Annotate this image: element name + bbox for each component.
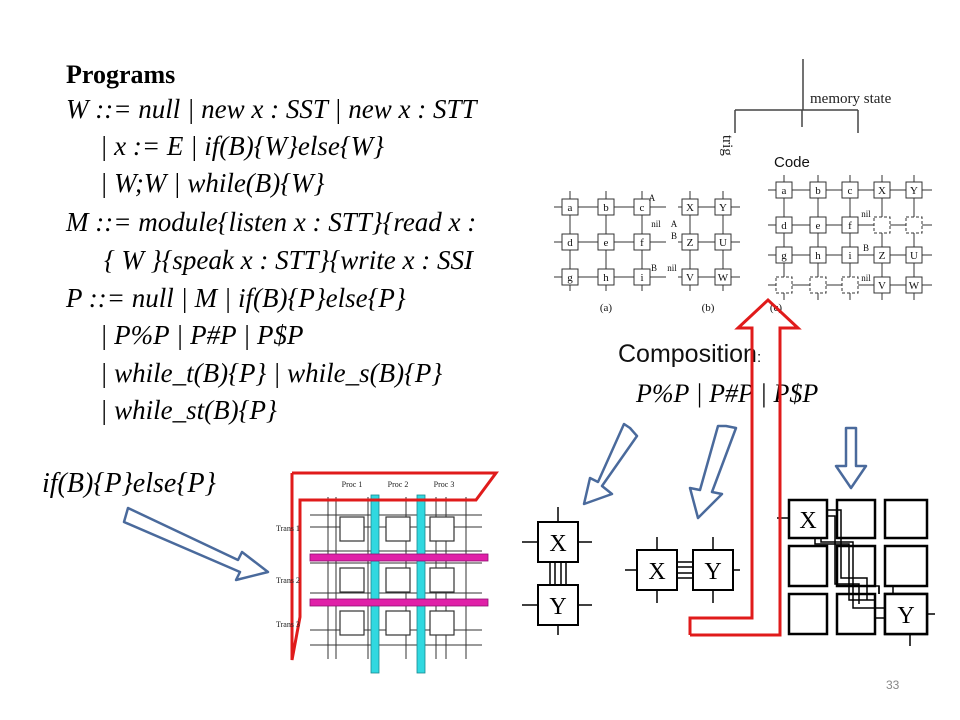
grammar-line-3: | W;W | while(B){W} [100,168,325,198]
process-cells [339,516,455,636]
grid-c-cell: W [909,280,920,292]
memory-state-figure: memory state trig Code a b c d e f g h i… [554,59,932,314]
trans-label: Trans 2 [276,576,300,585]
grid-a-cell: e [604,237,609,249]
grid-c-side: nil [861,209,871,219]
page-number: 33 [886,678,900,692]
grid-b-side: nil [667,263,677,273]
composition-title: Composition: [618,340,761,369]
grid-compose-figure: X Y [777,498,935,646]
grammar-line-1: W ::= null | new x : SST | new x : STT [66,94,477,124]
grid-a-cell: h [603,272,609,284]
grid-a-cell: f [640,237,644,249]
grid-c-cell: c [848,185,853,197]
grid-c-cell: h [815,250,821,262]
composition-label: Composition [618,340,757,368]
grid-c-cell: U [910,250,918,262]
trans-label: Trans 1 [276,524,300,533]
trans-label: Trans 3 [276,620,300,629]
arrow-horizontal-compose [688,424,738,520]
grid-b-side: B [671,231,677,241]
grid-c-side: nil [861,273,871,283]
horizontal-compose-figure: X Y [625,537,740,603]
grid-a-side: A [649,193,656,203]
grid-c-cell: X [878,185,886,197]
memory-state-label: memory state [810,91,892,107]
grid-c-cell: Y [910,185,918,197]
composition-colon: : [756,349,762,366]
arrow-grid-compose [834,426,868,490]
grid-a-cell: g [567,272,573,284]
red-up-arrow [688,297,802,637]
grid-a-caption: (a) [600,302,613,314]
arrow-vertical-compose [582,422,639,506]
horizontal-y-label: Y [704,559,721,585]
magenta-bar-2 [309,598,489,607]
vertical-compose-figure: X Y [522,507,592,635]
grammar-line-5: { W }{speak x : STT}{write x : SSI [104,245,473,275]
grid-b-caption: (b) [702,302,715,314]
grammar-line-8: | while_t(B){P} | while_s(B){P} [100,358,443,388]
vertical-y-label: Y [549,594,566,620]
grid-c-cell: f [848,220,852,232]
arrow-conditional [122,506,270,582]
grid-c [768,175,932,300]
grid-b [678,191,740,291]
horizontal-x-label: X [648,559,665,585]
grid-x-label: X [799,508,816,534]
grammar-line-7: | P%P | P#P | P$P [100,320,304,350]
composition-operators: P%P | P#P | P$P [636,379,819,408]
grid-a-cell: c [640,202,645,214]
magenta-bar-1 [309,553,489,562]
grid-c-cell: g [781,250,787,262]
grid-c-side: B [863,243,869,253]
grid-a-cell: b [603,202,609,214]
cyan-bar-2 [416,494,426,674]
grammar-line-2: | x := E | if(B){W}else{W} [100,131,384,161]
cyan-bar-1 [370,494,380,674]
grammar-line-4: M ::= module{listen x : STT}{read x : [66,207,477,237]
grid-c-cell: e [816,220,821,232]
grid-c-cell: a [782,185,787,197]
vertical-x-label: X [549,531,566,557]
grid-a-cell: i [640,272,643,284]
grid-c-cell: Z [879,250,886,262]
grid-y-label: Y [897,603,914,629]
grid-a-side: B [651,263,657,273]
grid-b-cell: X [686,202,694,214]
grid-b-cell: Z [687,237,694,249]
grid-a [554,191,666,291]
grid-b-cell: Y [719,202,727,214]
grammar-line-6: P ::= null | M | if(B){P}else{P} [66,283,406,313]
grid-b-side: A [671,219,678,229]
grid-b-cell: U [719,237,727,249]
trig-label: trig [719,135,735,156]
programs-heading: Programs [66,60,176,89]
grid-c-cell: V [878,280,886,292]
grid-b-cell: W [718,272,729,284]
grid-c-cell: b [815,185,821,197]
proc-label: Proc 1 [342,480,363,489]
grid-a-cell: d [567,237,573,249]
process-grid-figure: Proc 1 Proc 2 Proc 3 Trans 1 Trans 2 Tra… [276,471,499,674]
code-label: Code [774,154,810,171]
grid-a-cell: a [568,202,573,214]
grid-c-cell: d [781,220,787,232]
grammar-line-9: | while_st(B){P} [100,395,277,425]
proc-label: Proc 2 [388,480,409,489]
red-outline [290,471,499,661]
proc-label: Proc 3 [434,480,455,489]
conditional-label: if(B){P}else{P} [42,468,216,499]
grid-c-cell: i [848,250,851,262]
grid-b-cell: V [686,272,694,284]
grid-a-side: nil [651,219,661,229]
